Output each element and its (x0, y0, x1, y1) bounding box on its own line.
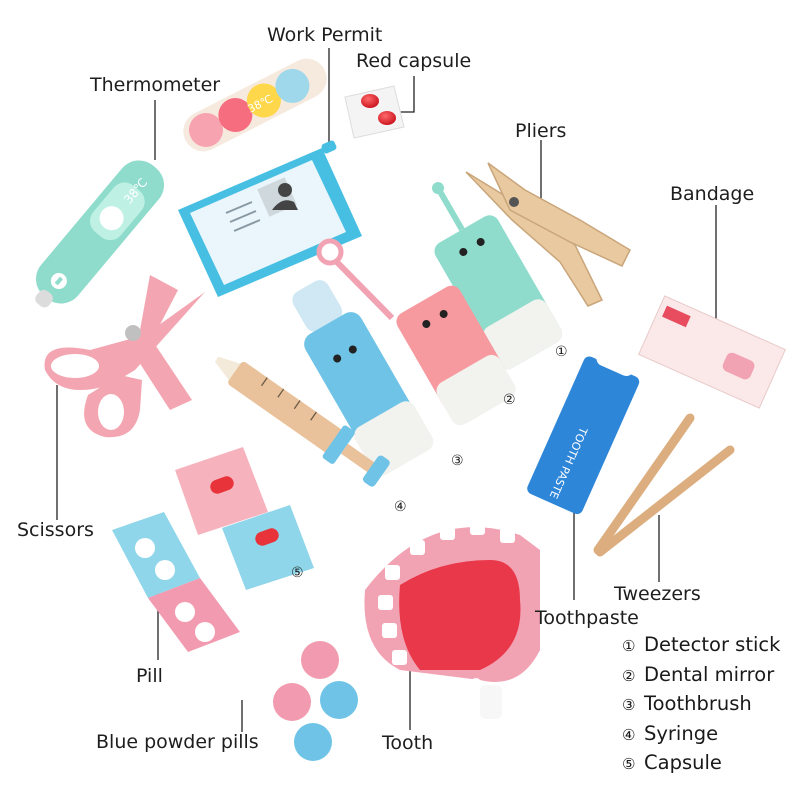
label-thermometer: Thermometer (90, 74, 221, 96)
syringe-toy (214, 356, 390, 487)
wooden-tweezers (593, 413, 735, 557)
pill-cards (112, 512, 240, 652)
label-scissors: Scissors (17, 519, 94, 541)
capsule-cards (175, 447, 314, 590)
legend-text: Detector stick (644, 633, 781, 656)
work-permit-badge (178, 140, 362, 297)
wooden-pliers (465, 162, 631, 307)
red-capsule-card (344, 85, 405, 139)
legend-item: ④ Syringe (622, 719, 780, 749)
label-work-permit: Work Permit (267, 24, 383, 46)
label-pill: Pill (136, 665, 163, 687)
label-pliers: Pliers (515, 120, 567, 142)
leader-lines (56, 48, 717, 732)
legend-text: Toothbrush (644, 692, 752, 715)
legend-number: ④ (622, 725, 636, 744)
sticker-strip: 38℃ (183, 58, 327, 152)
legend-number: ② (622, 666, 636, 685)
legend-number: ③ (622, 696, 636, 714)
thermometer-toy: 38℃ (35, 160, 165, 308)
label-tweezers: Tweezers (614, 583, 701, 605)
legend-text: Capsule (644, 751, 722, 774)
label-bandage: Bandage (670, 183, 755, 205)
legend-number: ⑤ (622, 755, 636, 773)
legend-item: ③ Toothbrush (622, 689, 780, 719)
legend-item: ② Dental mirror (622, 660, 780, 690)
legend-item: ⑤ Capsule (622, 748, 780, 778)
legend-text: Dental mirror (644, 662, 775, 686)
label-blue-powder-pills: Blue powder pills (96, 731, 259, 753)
legend-item: ① Detector stick (622, 630, 780, 660)
marker-5: ⑤ (291, 565, 304, 581)
toothbrush-toy (292, 280, 434, 476)
dental-mirror-toy (316, 238, 516, 426)
legend-number: ① (622, 637, 636, 655)
powder-pills (273, 641, 358, 761)
marker-2: ② (503, 392, 516, 408)
bandage-pack (638, 295, 786, 409)
label-toothpaste: Toothpaste (535, 607, 639, 629)
tooth-model (364, 520, 540, 719)
marker-1: ① (555, 344, 568, 360)
pink-scissors (44, 275, 205, 438)
label-tooth: Tooth (382, 732, 434, 754)
legend: ① Detector stick ② Dental mirror ③ Toothbru… (622, 630, 780, 778)
marker-4: ④ (394, 499, 407, 515)
label-red-capsule: Red capsule (356, 50, 472, 72)
toothpaste-tube: TOOTH PASTE (527, 341, 640, 515)
marker-3: ③ (451, 453, 464, 469)
detector-stick-toy (432, 182, 563, 370)
item-markers: ① ② ③ ④ ⑤ (291, 344, 568, 581)
legend-text: Syringe (644, 721, 719, 745)
